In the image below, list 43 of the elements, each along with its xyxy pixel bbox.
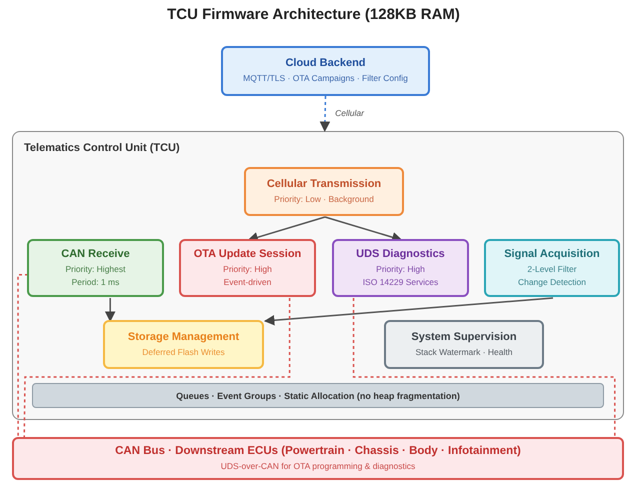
process-box — [332, 239, 469, 297]
box-title: OTA Update Session — [194, 248, 302, 260]
layer-bar — [32, 383, 604, 408]
box-title: Cloud Backend — [285, 57, 366, 69]
connector-line — [352, 298, 616, 437]
arrow — [104, 298, 116, 322]
box-title: Signal Acquisition — [504, 248, 600, 260]
group-heading: Telematics Control Unit (TCU) — [24, 142, 180, 154]
box-detail: Change Detection — [518, 276, 586, 288]
box-detail: UDS-over-CAN for OTA programming & diagnostics — [220, 460, 416, 472]
process-box — [221, 46, 430, 96]
box-detail: Stack Watermark · Health — [416, 346, 512, 358]
process-box — [244, 167, 404, 216]
process-box — [27, 239, 164, 297]
box-detail: 2-Level Filter — [527, 262, 577, 276]
box-title: UDS Diagnostics — [356, 248, 445, 260]
box-title: Storage Management — [128, 330, 240, 342]
diagram-title: TCU Firmware Architecture (128KB RAM) — [166, 6, 461, 23]
connector-line — [24, 298, 290, 437]
arrow — [264, 297, 554, 326]
box-detail: Event-driven — [224, 276, 272, 288]
box-title: Cellular Transmission — [266, 178, 382, 190]
bar-label: Queues · Event Groups · Static Allocation (no heap fragmentation) — [176, 390, 460, 400]
box-detail: Priority: Low · Background — [274, 192, 374, 206]
box-detail: ISO 14229 Services — [362, 276, 438, 288]
box-detail: Priority: High — [223, 262, 272, 276]
process-box — [484, 239, 620, 297]
container-box — [12, 131, 624, 420]
box-title: System Supervision — [411, 330, 517, 342]
process-box — [103, 320, 264, 369]
box-title: CAN Receive — [61, 248, 130, 260]
process-box — [12, 437, 624, 480]
connector-line — [17, 274, 28, 437]
box-detail: MQTT/TLS · OTA Campaigns · Filter Config — [243, 72, 408, 85]
box-detail: Priority: Highest — [66, 262, 126, 276]
box-detail: Priority: High — [376, 262, 425, 276]
box-detail: Period: 1 ms — [72, 276, 120, 288]
box-detail: Deferred Flash Writes — [142, 346, 225, 358]
edge-label: Cellular — [333, 108, 366, 118]
box-title: CAN Bus · Downstream ECUs (Powertrain · Chassis · Body · Infotainment) — [115, 444, 521, 456]
process-box — [179, 239, 316, 297]
process-box — [384, 320, 544, 369]
arrow — [320, 96, 330, 132]
